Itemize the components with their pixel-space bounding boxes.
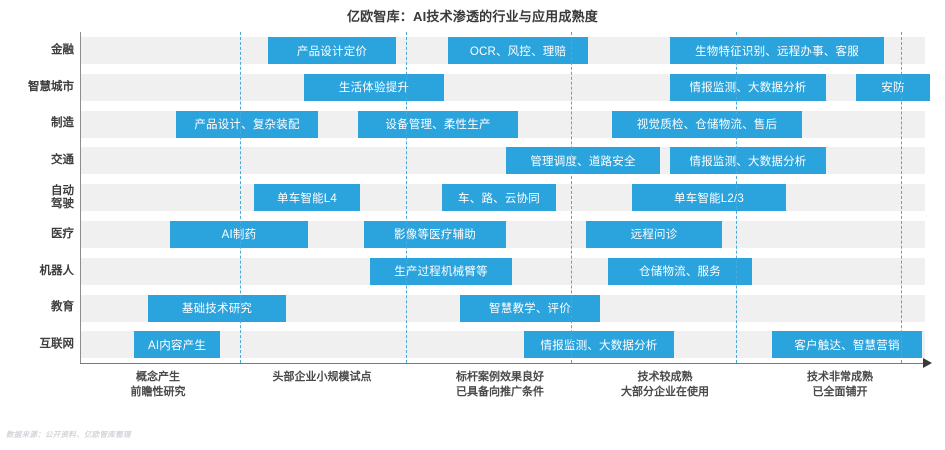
chart-row: 单车智能L4 车、路、云协同 单车智能L2/3: [81, 179, 925, 216]
x-axis-line: [80, 363, 925, 364]
application-bar[interactable]: 单车智能L4: [254, 184, 360, 212]
application-bar[interactable]: 生产过程机械臂等: [370, 257, 512, 285]
application-bar[interactable]: 仓储物流、服务: [608, 257, 752, 285]
application-bar[interactable]: 情报监测、大数据分析: [524, 331, 674, 359]
chart-row: 产品设计、复杂装配 设备管理、柔性生产 视觉质检、仓储物流、售后: [81, 106, 925, 143]
category-label: 智慧城市: [28, 80, 74, 93]
category-label: 自动 驾驶: [51, 184, 74, 210]
application-bar[interactable]: 产品设计、复杂装配: [176, 110, 318, 138]
application-bar[interactable]: 产品设计定价: [268, 37, 396, 64]
application-bar[interactable]: 生物特征识别、远程办事、客服: [670, 37, 884, 64]
application-bar[interactable]: 管理调度、道路安全: [506, 147, 660, 175]
category-label: 制造: [51, 117, 74, 130]
category-label: 金融: [51, 43, 74, 56]
application-bar[interactable]: 情报监测、大数据分析: [670, 73, 826, 101]
application-bar[interactable]: 基础技术研究: [148, 294, 286, 322]
chart-row: 基础技术研究 智慧教学、评价: [81, 290, 925, 327]
category-label: 医疗: [51, 227, 74, 240]
stage-label: 技术较成熟 大部分企业在使用: [621, 371, 709, 398]
page-title: 亿欧智库：AI技术渗透的行业与应用成熟度: [346, 9, 598, 24]
category-label: 交通: [51, 154, 74, 167]
chart-row: AI制药 影像等医疗辅助 远程问诊: [81, 216, 925, 253]
application-bar[interactable]: 情报监测、大数据分析: [670, 147, 826, 175]
category-axis-labels: 金融智慧城市制造交通自动 驾驶医疗机器人教育互联网: [0, 32, 74, 363]
category-label: 教育: [51, 301, 74, 314]
application-bar[interactable]: OCR、风控、理赔: [448, 37, 588, 64]
chart-row: AI内容产生 情报监测、大数据分析 客户触达、智慧营销: [81, 326, 925, 363]
application-bar[interactable]: AI内容产生: [134, 331, 220, 359]
chart-row: 生活体验提升 情报监测、大数据分析 安防: [81, 69, 930, 106]
chart-row: 生产过程机械臂等 仓储物流、服务: [81, 253, 925, 290]
application-bar[interactable]: 影像等医疗辅助: [364, 220, 506, 248]
application-bar[interactable]: 生活体验提升: [304, 73, 444, 101]
application-bar[interactable]: 远程问诊: [586, 220, 722, 248]
application-bar[interactable]: 设备管理、柔性生产: [358, 110, 518, 138]
stage-label: 技术非常成熟 已全面铺开: [807, 371, 873, 398]
x-axis-arrow-icon: [923, 358, 932, 368]
application-bar[interactable]: AI制药: [170, 220, 308, 248]
maturity-stage-labels: 概念产生 前瞻性研究 头部企业小规模试点 标杆案例效果良好 已具备向推广条件 技术较成…: [80, 370, 925, 412]
stage-label: 头部企业小规模试点: [272, 371, 372, 383]
stage-label: 标杆案例效果良好 已具备向推广条件: [456, 371, 544, 398]
category-label: 互联网: [39, 338, 75, 351]
stage-label: 概念产生 前瞻性研究: [130, 371, 186, 398]
chart-row: 管理调度、道路安全情报监测、大数据分析: [81, 142, 925, 179]
application-bar[interactable]: 单车智能L2/3: [632, 184, 786, 212]
category-label: 机器人: [39, 264, 75, 277]
application-bar[interactable]: 客户触达、智慧营销: [772, 331, 922, 359]
application-bar[interactable]: 车、路、云协同: [442, 184, 556, 212]
chart-row: 产品设计定价 OCR、风控、理赔 生物特征识别、远程办事、客服: [81, 32, 925, 69]
y-axis-line: [80, 32, 81, 364]
application-bar[interactable]: 智慧教学、评价: [460, 294, 600, 322]
application-bar[interactable]: 视觉质检、仓储物流、售后: [612, 110, 802, 138]
application-bar[interactable]: 安防: [856, 73, 930, 101]
source-note: 数据来源：公开资料、亿欧智库整理: [6, 430, 131, 439]
